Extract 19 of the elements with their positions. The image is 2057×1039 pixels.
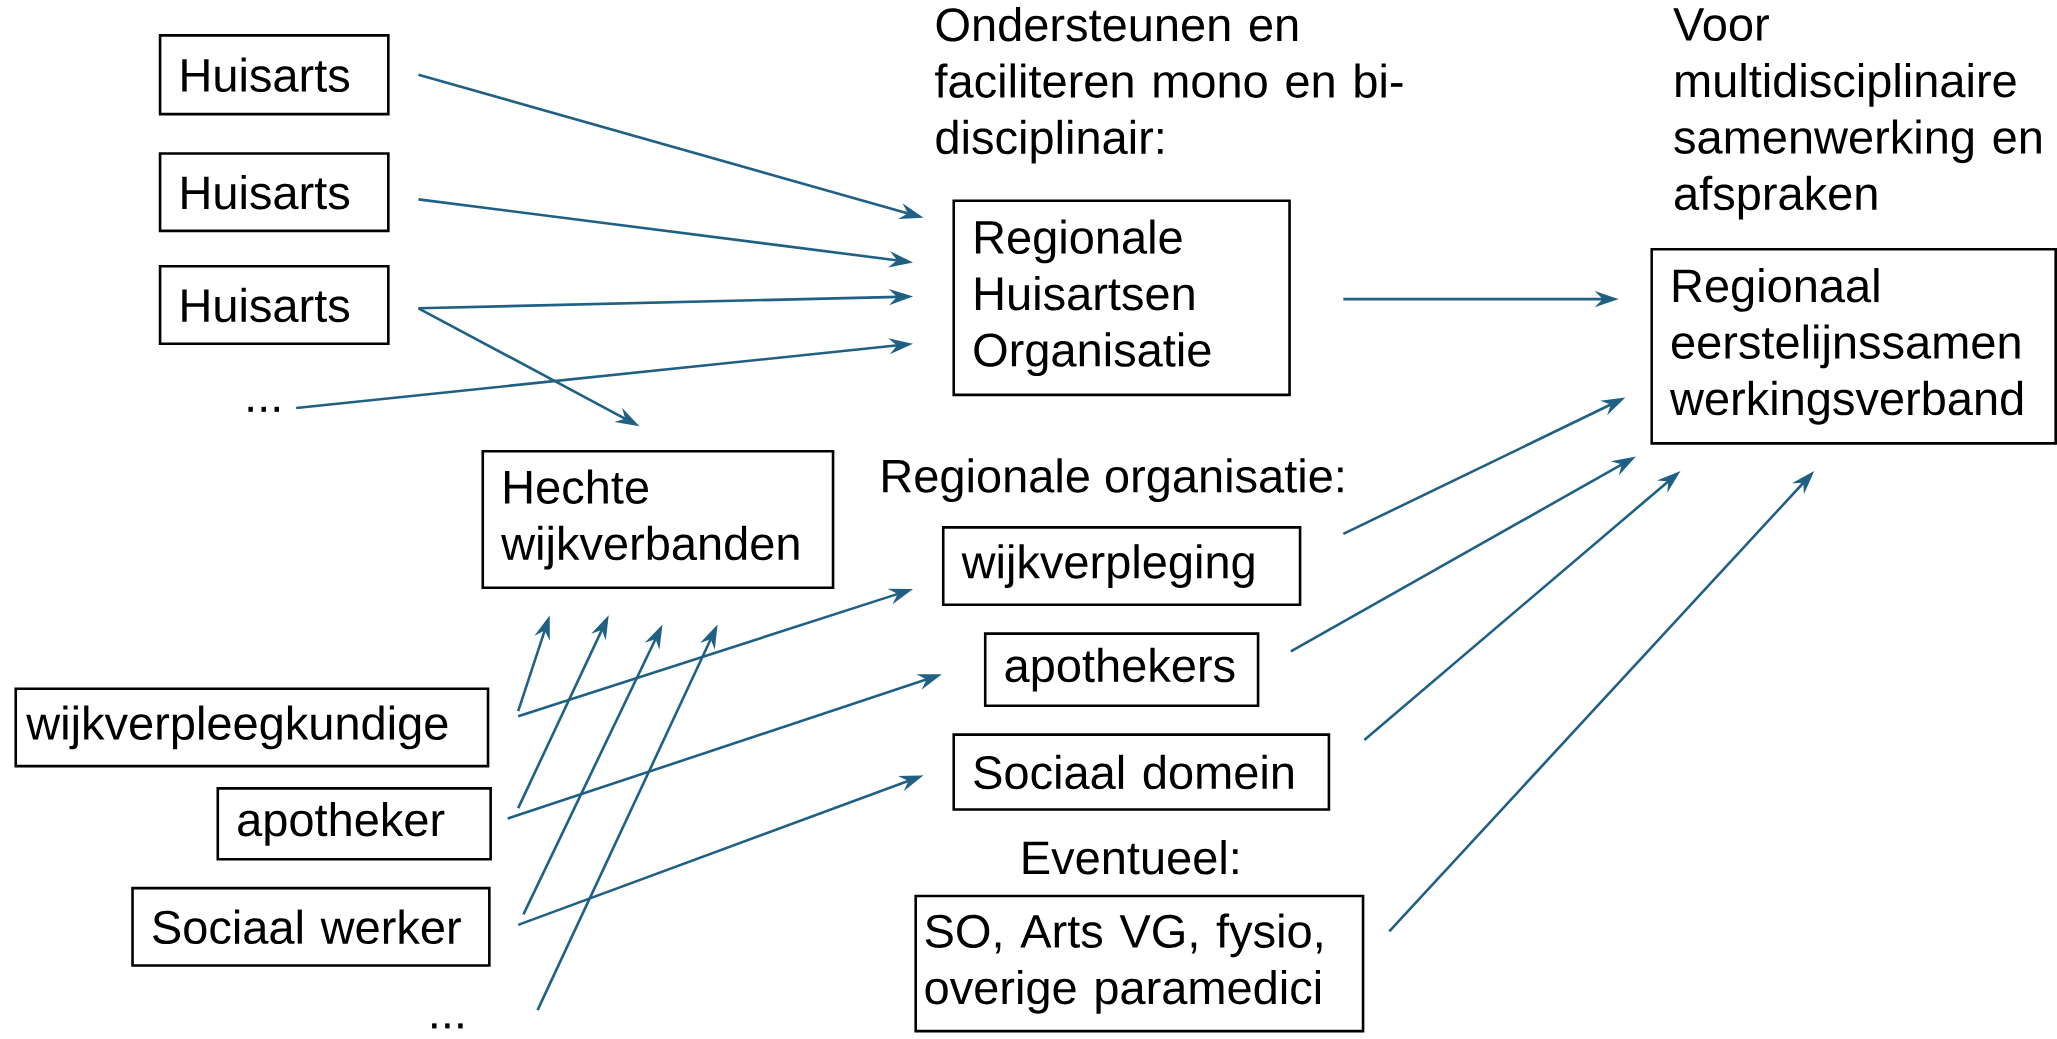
- text-box: Huisarts: [158, 152, 390, 233]
- text-box: apotheker: [216, 787, 492, 861]
- group-heading: Regionale organisatie:: [883, 458, 1343, 503]
- heading-text: Ondersteunen en faciliteren mono en bi-disciplinair:: [935, 7, 1403, 164]
- heading-text: Voor multidisciplinaire samenwerking en afspraken: [1673, 8, 2041, 220]
- text-box: Sociaal werker: [131, 886, 491, 967]
- text-box: Regionaal eerstelijnssamen werkingsverband: [1650, 247, 2057, 445]
- ellipsis-text: ...: [248, 406, 279, 412]
- text-box: Sociaal domein: [952, 733, 1331, 811]
- text-box: Regionale Huisartsen Organisatie: [952, 199, 1291, 397]
- text-box: apothekers: [983, 632, 1260, 708]
- text-box: Huisarts: [158, 34, 390, 116]
- text-box: wijkverpleging: [941, 526, 1302, 607]
- heading-text: Eventueel:: [1023, 840, 1238, 875]
- text-box: wijkverpleegkundige: [14, 687, 490, 768]
- text-box: Huisarts: [158, 265, 390, 345]
- ellipsis-text: ...: [432, 1023, 463, 1029]
- text-box: SO, Arts VG, fysio, overige paramedici: [914, 894, 1365, 1033]
- text-box: Hechte wijkverbanden: [481, 449, 835, 589]
